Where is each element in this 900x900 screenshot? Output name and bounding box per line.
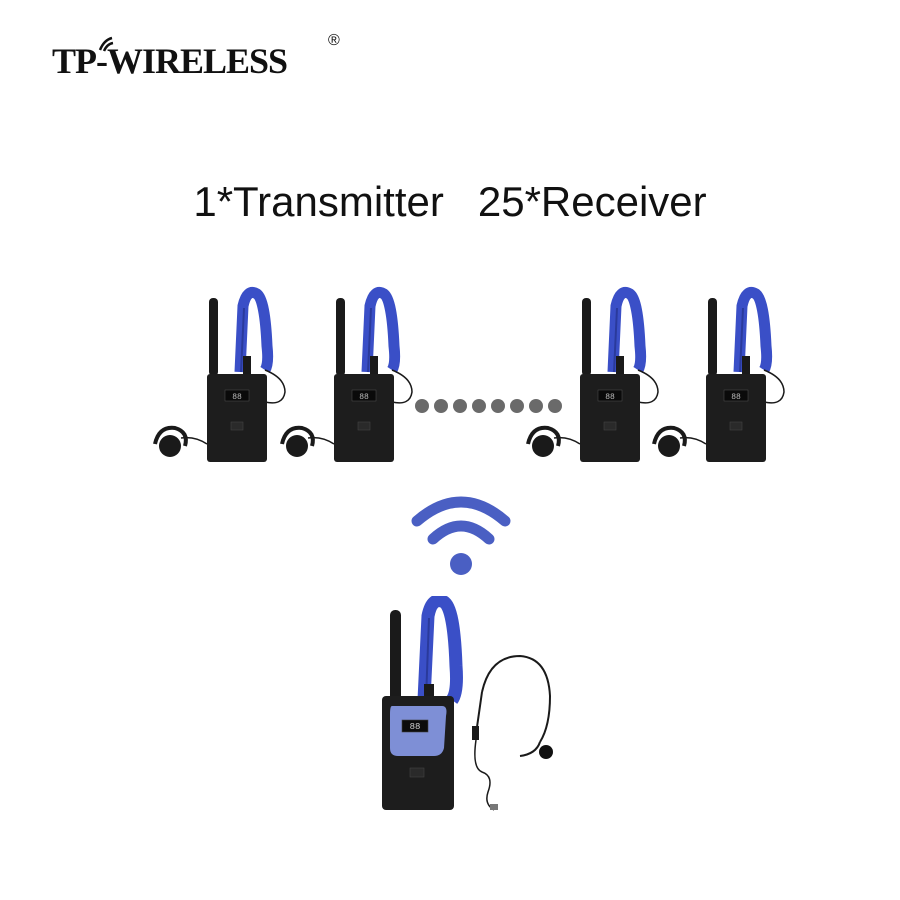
svg-text:88: 88 — [731, 393, 741, 402]
receiver-4: 88 — [644, 286, 794, 466]
wifi-icon — [411, 495, 511, 577]
receiver-count: 25*Receiver — [478, 178, 707, 226]
transmitter-count: 1*Transmitter — [193, 178, 444, 226]
headline: 1*Transmitter 25*Receiver — [0, 178, 900, 226]
svg-text:88: 88 — [410, 722, 421, 732]
svg-text:88: 88 — [232, 393, 242, 402]
logo-wave-icon — [92, 32, 122, 52]
svg-text:88: 88 — [605, 393, 615, 402]
svg-text:88: 88 — [359, 393, 369, 402]
transmitter: 88 — [370, 596, 570, 816]
registered-mark: ® — [328, 32, 340, 50]
brand-name: TP-WIRELESS — [52, 40, 287, 82]
brand-logo: TP-WIRELESS ® — [52, 32, 352, 82]
receiver-2: 88 — [272, 286, 422, 466]
